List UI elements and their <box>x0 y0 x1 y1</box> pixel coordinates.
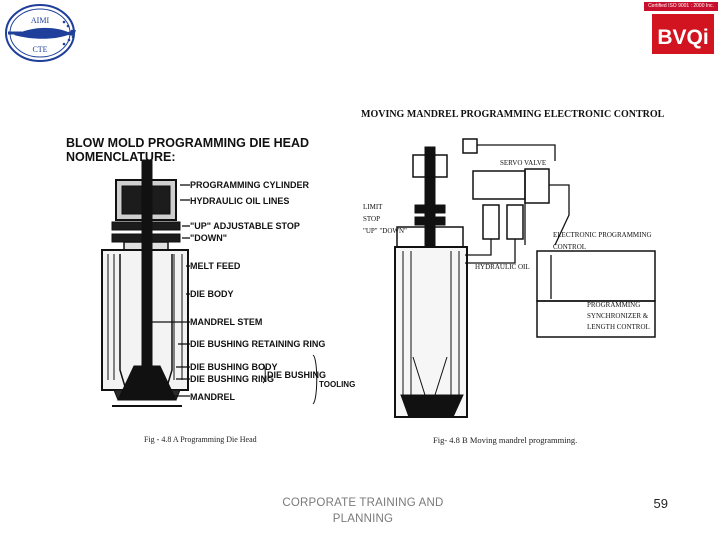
synchronizer-line-2: SYNCHRONIZER & <box>587 312 649 320</box>
brand-text: BVQi <box>657 26 708 49</box>
hydraulic-oil-label: HYDRAULIC OIL <box>475 263 530 271</box>
left-figure-title-2: NOMENCLATURE: <box>66 150 175 164</box>
limit-stop-line-3: "UP" "DOWN" <box>363 227 407 235</box>
moving-mandrel-figure: MOVING MANDREL PROGRAMMING ELECTRONIC CO… <box>361 109 665 445</box>
page-number: 59 <box>653 496 668 511</box>
logo-bottom-text: CTE <box>32 45 47 54</box>
logo-top-text: AIMI <box>31 16 50 25</box>
label-die-bushing-ring: DIE BUSHING RING <box>190 374 274 384</box>
synchronizer-line-3: LENGTH CONTROL <box>587 323 650 331</box>
label-die-bushing-body: DIE BUSHING BODY <box>190 362 278 372</box>
footer-text: CORPORATE TRAINING AND PLANNING <box>268 495 458 527</box>
label-die-bushing-retaining-ring: DIE BUSHING RETAINING RING <box>190 339 325 349</box>
company-logo: AIMI CTE <box>5 4 76 62</box>
die-head-drawing <box>101 159 189 407</box>
right-figure-title: MOVING MANDREL PROGRAMMING ELECTRONIC CO… <box>361 109 665 120</box>
label-up-adjustable-stop: "UP" ADJUSTABLE STOP <box>190 221 300 231</box>
left-figure-caption: Fig - 4.8 A Programming Die Head <box>144 435 257 444</box>
label-die-body: DIE BODY <box>190 289 234 299</box>
servo-valve-assembly <box>462 138 656 338</box>
limit-stop-line-2: STOP <box>363 215 380 223</box>
label-hydraulic-oil-lines: HYDRAULIC OIL LINES <box>190 196 289 206</box>
label-melt-feed: MELT FEED <box>190 261 241 271</box>
label-tooling: TOOLING <box>319 380 355 389</box>
electronic-control-line-2: CONTROL <box>553 243 586 251</box>
electronic-control-line-1: ELECTRONIC PROGRAMMING <box>553 231 652 239</box>
limit-stop-line-1: LIMIT <box>363 203 383 211</box>
label-programming-cylinder: PROGRAMMING CYLINDER <box>190 180 310 190</box>
left-figure-title-1: BLOW MOLD PROGRAMMING DIE HEAD <box>66 136 309 150</box>
footer-line-1: CORPORATE TRAINING AND <box>282 497 444 509</box>
label-die-bushing-bracket: DIE BUSHING <box>267 370 326 380</box>
leader-arrows <box>152 184 190 397</box>
mandrel-drawing <box>394 146 468 418</box>
programming-die-head-figure: BLOW MOLD PROGRAMMING DIE HEAD NOMENCLAT… <box>66 136 355 444</box>
label-mandrel: MANDREL <box>190 392 235 402</box>
right-figure-caption: Fig- 4.8 B Moving mandrel programming. <box>433 435 577 445</box>
servo-valve-label: SERVO VALVE <box>500 159 546 167</box>
bvqi-logo: BVQi <box>652 14 714 54</box>
footer-line-2: PLANNING <box>332 513 394 525</box>
synchronizer-line-1: PROGRAMMING <box>587 301 640 309</box>
label-down: "DOWN" <box>190 233 227 243</box>
label-mandrel-stem: MANDREL STEM <box>190 317 262 327</box>
certification-strip: Certified ISO 9001 : 2000 Inc. <box>644 2 718 11</box>
